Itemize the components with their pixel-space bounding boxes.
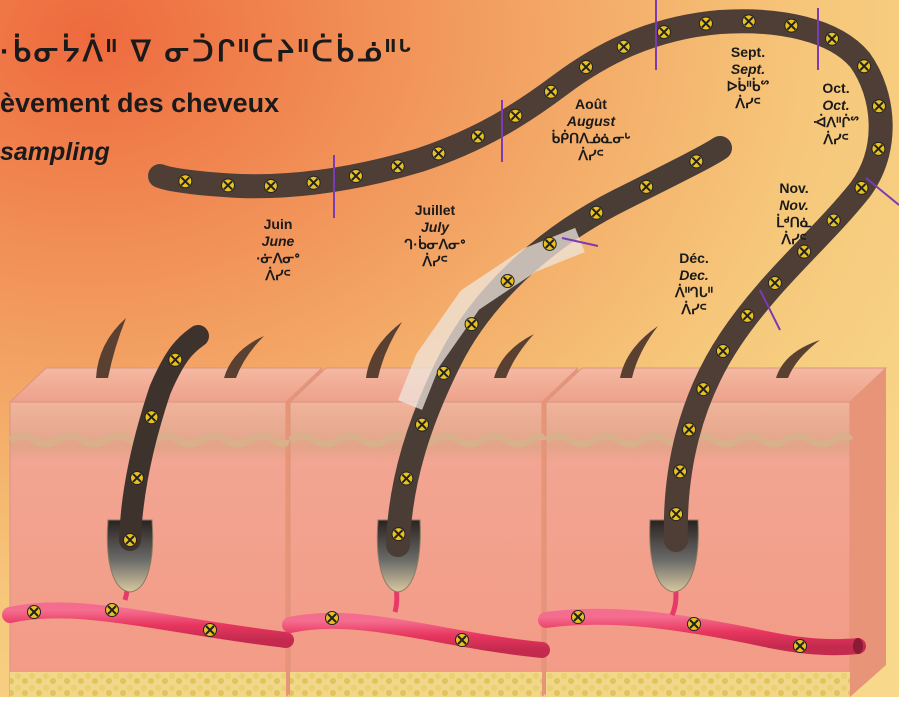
marker — [640, 180, 653, 193]
marker — [131, 471, 144, 484]
marker — [827, 214, 840, 227]
title-english: sampling — [0, 138, 110, 167]
marker — [307, 176, 320, 189]
marker — [145, 411, 158, 424]
skin-block-1 — [10, 368, 322, 697]
vessel-marker — [326, 612, 339, 625]
marker — [124, 534, 137, 547]
vessel-marker — [794, 640, 807, 653]
marker — [169, 353, 182, 366]
vessel-marker — [688, 618, 701, 631]
marker — [221, 179, 234, 192]
marker — [872, 142, 885, 155]
marker — [785, 19, 798, 32]
marker — [264, 179, 277, 192]
marker — [657, 26, 670, 39]
vessel-marker — [106, 604, 119, 617]
marker — [432, 147, 445, 160]
marker — [674, 465, 687, 478]
marker — [670, 508, 683, 521]
marker — [826, 32, 839, 45]
vessel-marker — [28, 606, 41, 619]
marker — [509, 109, 522, 122]
marker — [617, 40, 630, 53]
marker — [471, 130, 484, 143]
marker — [855, 181, 868, 194]
marker — [683, 423, 696, 436]
marker — [579, 61, 592, 74]
marker — [437, 366, 450, 379]
marker — [690, 155, 703, 168]
marker — [697, 383, 710, 396]
marker — [590, 206, 603, 219]
marker — [400, 472, 413, 485]
marker — [179, 175, 192, 188]
vessel-marker — [204, 624, 217, 637]
title-syllabics: ·ᑳᓂᔮᐲᐦ ᐁ ᓂᑑᒋᐦᑖᔨᐦᑖᑳᓅᐦᒡ — [0, 34, 414, 69]
vessel-marker — [456, 634, 469, 647]
marker — [872, 100, 885, 113]
marker — [716, 345, 729, 358]
marker — [858, 60, 871, 73]
title-french: èvement des cheveux — [0, 88, 279, 119]
vessel-marker — [572, 611, 585, 624]
marker — [349, 170, 362, 183]
marker — [465, 318, 478, 331]
marker — [741, 309, 754, 322]
marker — [768, 276, 781, 289]
marker — [392, 528, 405, 541]
marker — [501, 275, 514, 288]
marker — [699, 17, 712, 30]
marker — [391, 160, 404, 173]
marker — [543, 237, 556, 250]
marker — [742, 15, 755, 28]
marker — [416, 418, 429, 431]
